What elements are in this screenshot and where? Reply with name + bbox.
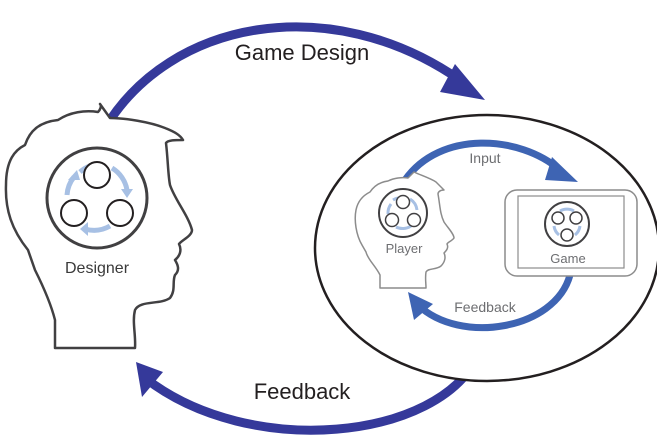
input-arrow: [402, 139, 578, 183]
game-mind-cycle-icon: [544, 201, 590, 247]
arrowhead-icon: [136, 362, 163, 397]
player-label: Player: [386, 241, 424, 256]
designer-label: Designer: [65, 260, 130, 277]
arrowhead-icon: [408, 292, 433, 320]
inner-feedback-arrow: [408, 273, 574, 332]
game-design-arrow: [101, 22, 485, 131]
player-mind-cycle-icon: [378, 188, 428, 238]
arrowhead-icon: [440, 64, 485, 100]
feedback-arrow: [136, 353, 483, 435]
game-label: Game: [550, 251, 585, 266]
input-label: Input: [469, 150, 500, 166]
inner-feedback-label: Feedback: [454, 299, 516, 315]
game-design-label: Game Design: [235, 40, 370, 65]
feedback-label: Feedback: [254, 379, 352, 404]
designer-mind-cycle-icon: [45, 146, 149, 250]
arrowhead-icon: [545, 157, 578, 182]
